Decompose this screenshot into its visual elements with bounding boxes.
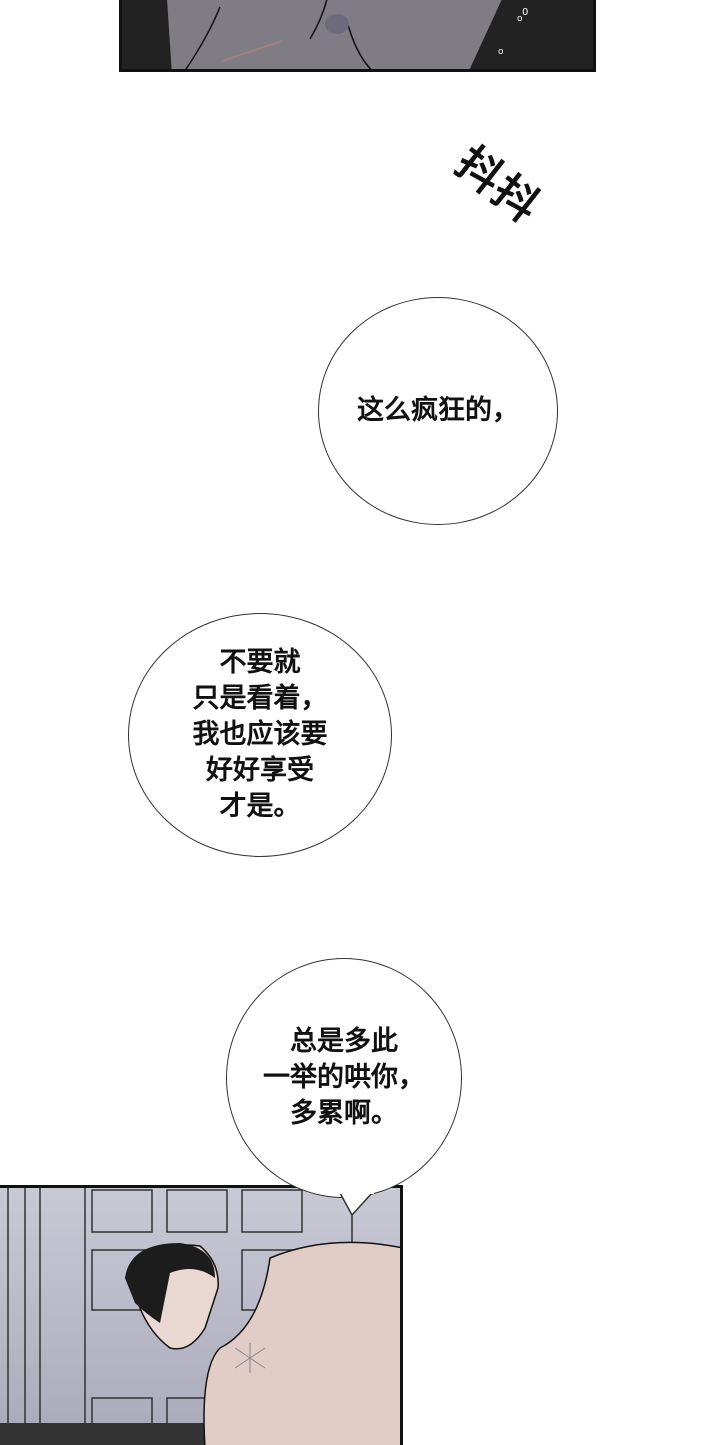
bottom-panel-art [0,1188,400,1445]
bubble-line: 这么疯狂的， [357,395,519,426]
svg-text:0: 0 [522,7,528,18]
svg-text:o: o [498,47,504,57]
bubble-line: 总是多此 [290,1026,398,1057]
bubble-line: 我也应该要 [192,719,328,750]
speech-bubble-3: 总是多此 一举的哄你， 多累啊。 [226,958,462,1198]
speech-bubble-1: 这么疯狂的， [318,297,558,525]
speech-bubble-2: 不要就 只是看着， 我也应该要 好好享受 才是。 [128,613,392,857]
svg-text:o: o [517,14,523,24]
bubble-line: 只是看着， [192,683,328,714]
bubble-line: 好好享受 [206,755,314,786]
bubble-line: 一举的哄你， [263,1062,425,1093]
bubble-line: 不要就 [219,647,301,678]
top-comic-panel: o 0 o [119,0,596,72]
sound-effect-text: 抖抖 [446,137,551,234]
bottom-comic-panel [0,1185,403,1445]
top-panel-art: o 0 o [167,0,528,69]
bubble-line: 才是。 [219,791,301,822]
bubble-line: 多累啊。 [290,1098,398,1129]
